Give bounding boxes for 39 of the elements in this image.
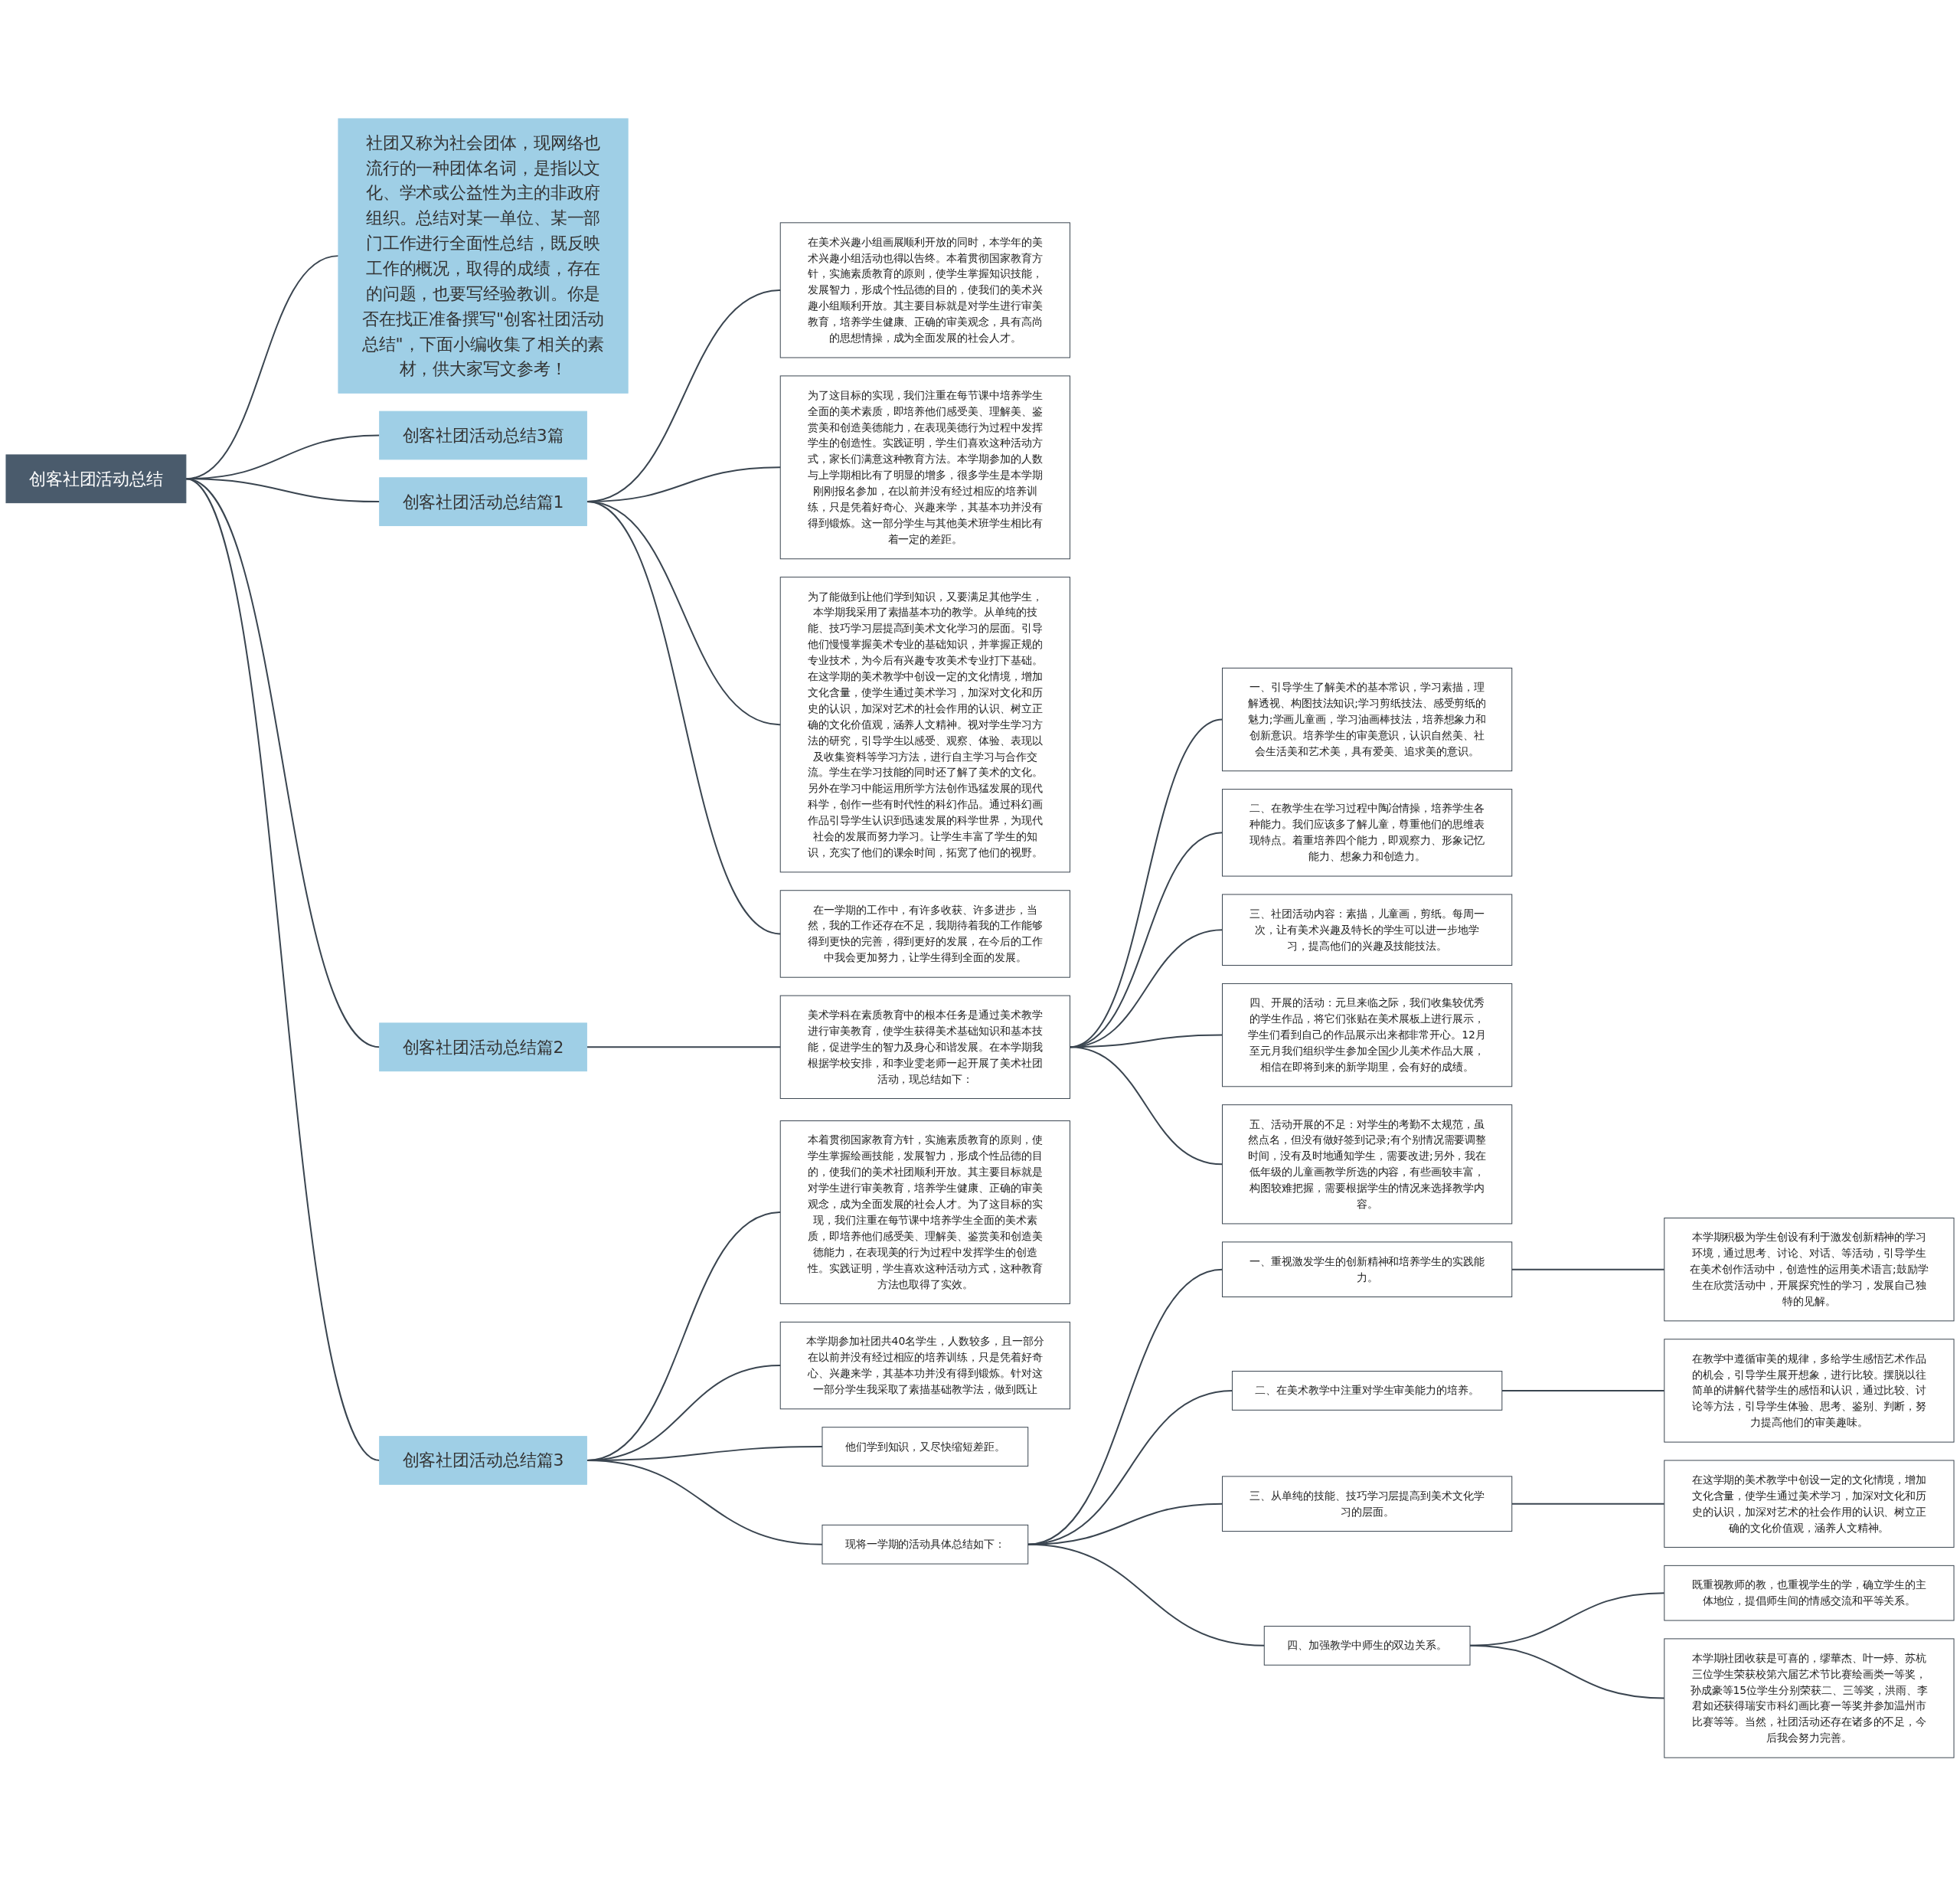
node-box: 既重视教师的教，也重视学生的学，确立学生的主体地位，提倡师生间的情感交流和平等关系。	[1664, 1565, 1955, 1621]
node-box: 三、社团活动内容：素描，儿童画，剪纸。每周一次，让有美术兴趣及特长的学生可以进一步地学习，提高他们的兴趣及技能技法。	[1222, 894, 1513, 966]
node-box: 创客社团活动总结	[5, 454, 187, 504]
node-box: 本学期积极为学生创设有利于激发创新精神的学习环境，通过思考、讨论、对话、等活动，引导学生在美术创作活动中，创造性的运用美术语言;鼓励学生在欣赏活动中，开展探究性的学习，发展自己独特的见解。	[1664, 1218, 1955, 1322]
node-box: 本学期参加社团共40名学生，人数较多，且一部分在以前并没有经过相应的培养训练，只是凭着好奇心、兴趣来学，其基本功并没有得到锻炼。针对这一部分学生我采取了素描基础教学法，做到既让	[779, 1322, 1070, 1410]
node-box: 四、开展的活动：元旦来临之际，我们收集较优秀的学生作品，将它们张贴在美术展板上进行展示，学生们看到自己的作品展示出来都非常开心。12月至元月我们组织学生参加全国少儿美术作品大展，相信在即将到来的新学期里，会有好的成绩。	[1222, 983, 1513, 1087]
node-box: 为了能做到让他们学到知识，又要满足其他学生，本学期我采用了素描基本功的教学。从单纯的技能、技巧学习层提高到美术文化学习的层面。引导他们慢慢掌握美术专业的基础知识，并掌握正规的专业技术，为今后有兴趣专攻美术专业打下基础。在这学期的美术教学中创设一定的文化情境，增加文化含量，使学生通过美术学习，加深对文化和历史的认识，加深对艺术的社会作用的认识、树立正确的文化价值观，涵养人文精神。视对学生学习方法的研究，引导学生以感受、观察、体验、表现以及收集资料等学习方法，进行自主学习与合作交流。学生在学习技能的同时还了解了美术的文化。另外在学习中能运用所学方法创作迅猛发展的现代科学，创作一些有时代性的科幻作品。通过科幻画作品引导学生认识到迅速发展的科学世界，为现代社会的发展而努力学习。让学生丰富了学生的知识，充实了他们的课余时间，拓宽了他们的视野。	[779, 577, 1070, 873]
node-box: 三、从单纯的技能、技巧学习层提高到美术文化学习的层面。	[1222, 1476, 1513, 1532]
connector	[1511, 1503, 1665, 1506]
node-box: 社团又称为社会团体，现网络也流行的一种团体名词，是指以文化、学术或公益性为主的非政府组织。总结对某一单位、某一部门工作进行全面性总结，既反映工作的概况，取得的成绩，存在的问题，也要写经验教训。你是否在找正准备撰写"创客社团活动总结"，下面小编收集了相关的素材，供大家写文参考！	[338, 118, 629, 394]
connector	[1069, 1046, 1223, 1166]
node-box: 四、加强教学中师生的双边关系。	[1263, 1626, 1471, 1666]
node-box: 二、在美术教学中注重对学生审美能力的培养。	[1231, 1371, 1503, 1411]
node-box: 一、引导学生了解美术的基本常识，学习素描，理解透视、构图技法知识;学习剪纸技法、感受剪纸的魅力;学画儿童画，学习油画棒技法，培养想象力和创新意识。培养学生的审美意识，认识自然美、社会生活美和艺术美，具有爱美、追求美的意识。	[1222, 668, 1513, 772]
node-box: 在教学中遵循审美的规律，多给学生感悟艺术作品的机会，引导学生展开想象，进行比较。摆脱以往简单的讲解代替学生的感悟和认识，通过比较、讨论等方法，引导学生体验、思考、鉴别、判断，努力提高他们的审美趣味。	[1664, 1339, 1955, 1444]
node-box: 在美术兴趣小组画展顺利开放的同时，本学年的美术兴趣小组活动也得以告终。本着贯彻国家教育方针，实施素质教育的原则，使学生掌握知识技能，发展智力，形成个性品德的目的，使我们的美术兴趣小组顺利开放。其主要目标就是对学生进行审美教育，培养学生健康、正确的审美观念，具有高尚的思想情操，成为全面发展的社会人才。	[779, 222, 1070, 358]
node-box: 创客社团活动总结篇1	[379, 477, 587, 527]
node-box: 五、活动开展的不足：对学生的考勤不太规范，虽然点名，但没有做好签到记录;有个别情况需要调整时间，没有及时地通知学生，需要改进;另外，我在低年级的儿童画教学所选的内容，有些画较丰富，构图较难把握，需要根据学生的情况来选择教学内容。	[1222, 1104, 1513, 1225]
node-box: 为了这目标的实现，我们注重在每节课中培养学生全面的美术素质，即培养他们感受美、理解美、鉴赏美和创造美德能力，在表现美德行为过程中发挥学生的创造性。实践证明，学生们喜欢这种活动方式，家长们满意这种教育方法。本学期参加的人数与上学期相比有了明显的增多，很多学生是本学期刚刚报名参加，在以前并没有经过相应的培养训练，只是凭着好奇心、兴趣来学，其基本功并没有得到锻炼。这一部分学生与其他美术班学生相比有着一定的差距。	[779, 375, 1070, 560]
connector	[586, 1046, 782, 1048]
node-box: 本着贯彻国家教育方针，实施素质教育的原则，使学生掌握绘画技能，发展智力，形成个性品德的目的，使我们的美术社团顺利开放。其主要目标就是对学生进行审美教育，培养学生健康、正确的审美观念，成为全面发展的社会人才。为了这目标的实现，我们注重在每节课中培养学生全面的美术素质，即培养他们感受美、理解美、鉴赏美和创造美德能力，在表现美的行为过程中发挥学生的创造性。实践证明，学生喜欢这种活动方式，这种教育方法也取得了实效。	[779, 1120, 1070, 1305]
node-box: 本学期社团收获是可喜的，缪華杰、叶一婷、苏杭三位学生荣获校第六届艺术节比赛绘画类一等奖，孙成豪等15位学生分别荣获二、三等奖，洪雨、李君如还获得瑞安市科幻画比赛一等奖并参加温州市比赛等等。当然，社团活动还存在诸多的不足，今后我会努力完善。	[1664, 1638, 1955, 1759]
node-box: 美术学科在素质教育中的根本任务是通过美术教学进行审美教育，使学生获得美术基础知识和基本技能，促进学生的智力及身心和谐发展。在本学期我根据学校安排，和李业雯老师一起开展了美术社团活动，现总结如下：	[779, 996, 1070, 1100]
connector	[185, 478, 381, 1462]
connector	[1501, 1390, 1665, 1392]
node-box: 现将一学期的活动具体总结如下：	[822, 1525, 1029, 1565]
node-box: 一、重视激发学生的创新精神和培养学生的实践能力。	[1222, 1241, 1513, 1298]
connector	[1469, 1645, 1665, 1699]
connector	[586, 1460, 823, 1546]
node-box: 创客社团活动总结篇2	[379, 1022, 587, 1072]
node-box: 创客社团活动总结3篇	[379, 411, 587, 460]
connector	[1511, 1269, 1665, 1271]
node-box: 创客社团活动总结篇3	[379, 1436, 587, 1486]
node-box: 二、在教学生在学习过程中陶冶情操，培养学生各种能力。我们应该多了解儿童，尊重他们的思维表现特点。着重培养四个能力，即观察力、形象记忆能力、想象力和创造力。	[1222, 789, 1513, 877]
node-box: 在这学期的美术教学中创设一定的文化情境，增加文化含量，使学生通过美术学习，加深对文化和历史的认识，加深对艺术的社会作用的认识、树立正确的文化价值观，涵养人文精神。	[1664, 1460, 1955, 1548]
connector	[586, 501, 782, 935]
node-box: 在一学期的工作中，有许多收获、许多进步，当然，我的工作还存在不足，我期待着我的工作能够得到更快的完善，得到更好的发展，在今后的工作中我会更加努力，让学生得到全面的发展。	[779, 890, 1070, 979]
connector	[1027, 1544, 1266, 1647]
node-box: 他们学到知识，又尽快缩短差距。	[822, 1427, 1029, 1467]
